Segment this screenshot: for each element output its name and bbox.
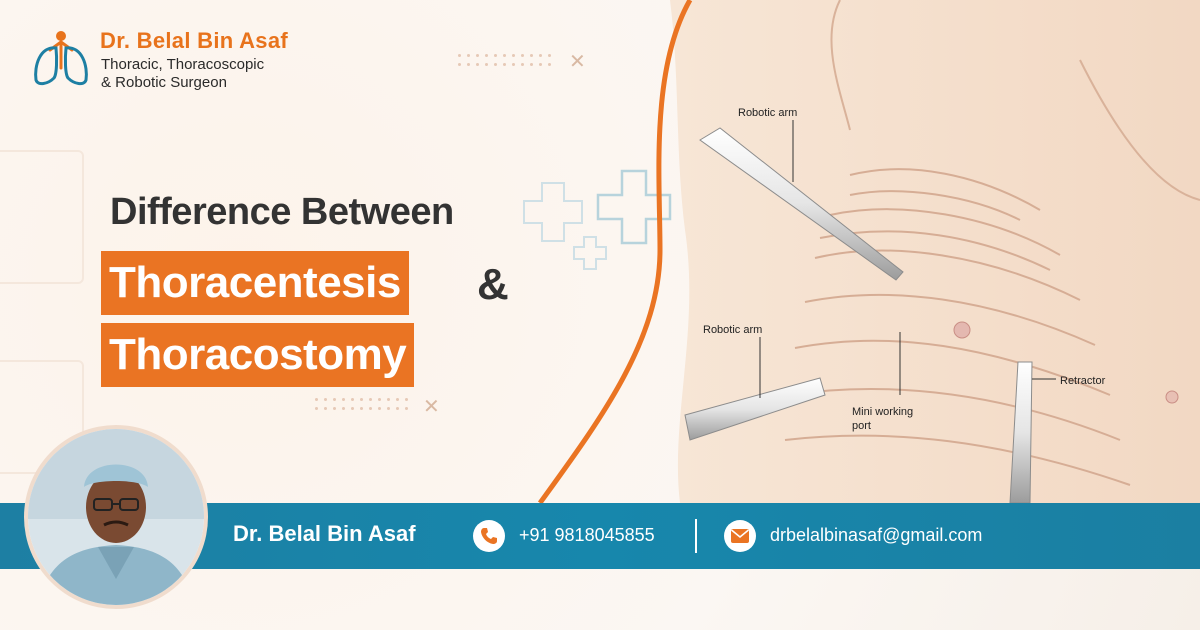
dot-pattern: [315, 398, 414, 416]
label-mini-working-port-2: port: [852, 420, 871, 432]
contact-email[interactable]: drbelalbinasaf@gmail.com: [770, 525, 983, 545]
headline-line1: Difference Between: [110, 191, 454, 233]
lungs-person-icon: [34, 31, 88, 86]
label-robotic-arm-left: Robotic arm: [703, 324, 762, 336]
label-robotic-arm-top: Robotic arm: [738, 107, 797, 119]
headline-highlight-thoracostomy: Thoracostomy: [101, 323, 415, 387]
contact-phone-number[interactable]: +91 9818045855: [519, 525, 655, 545]
label-mini-working-port: Mini working: [852, 406, 913, 418]
x-decor-icon: ✕: [569, 49, 586, 73]
brand-name: Dr. Belal Bin Asaf: [100, 28, 288, 53]
headline-highlight-thoracentesis: Thoracentesis: [101, 251, 409, 315]
dot-pattern: [458, 54, 557, 72]
phone-icon[interactable]: [473, 520, 505, 552]
robotic-surgery-illustration: Robotic arm Robotic arm Retractor Mini w…: [537, 0, 1200, 505]
brand-subtitle: Thoracic, Thoracoscopic: [101, 56, 265, 73]
x-decor-icon: ✕: [423, 394, 440, 418]
contact-divider: [695, 519, 697, 553]
brand-subtitle: & Robotic Surgeon: [101, 74, 227, 91]
decorative-frame: [0, 150, 84, 284]
medical-cross-icons: [523, 169, 672, 270]
doctor-avatar: [28, 429, 204, 605]
headline-ampersand: &: [477, 260, 509, 309]
contact-doctor-name: Dr. Belal Bin Asaf: [233, 521, 416, 546]
label-retractor: Retractor: [1060, 375, 1106, 387]
envelope-icon[interactable]: [724, 520, 756, 552]
